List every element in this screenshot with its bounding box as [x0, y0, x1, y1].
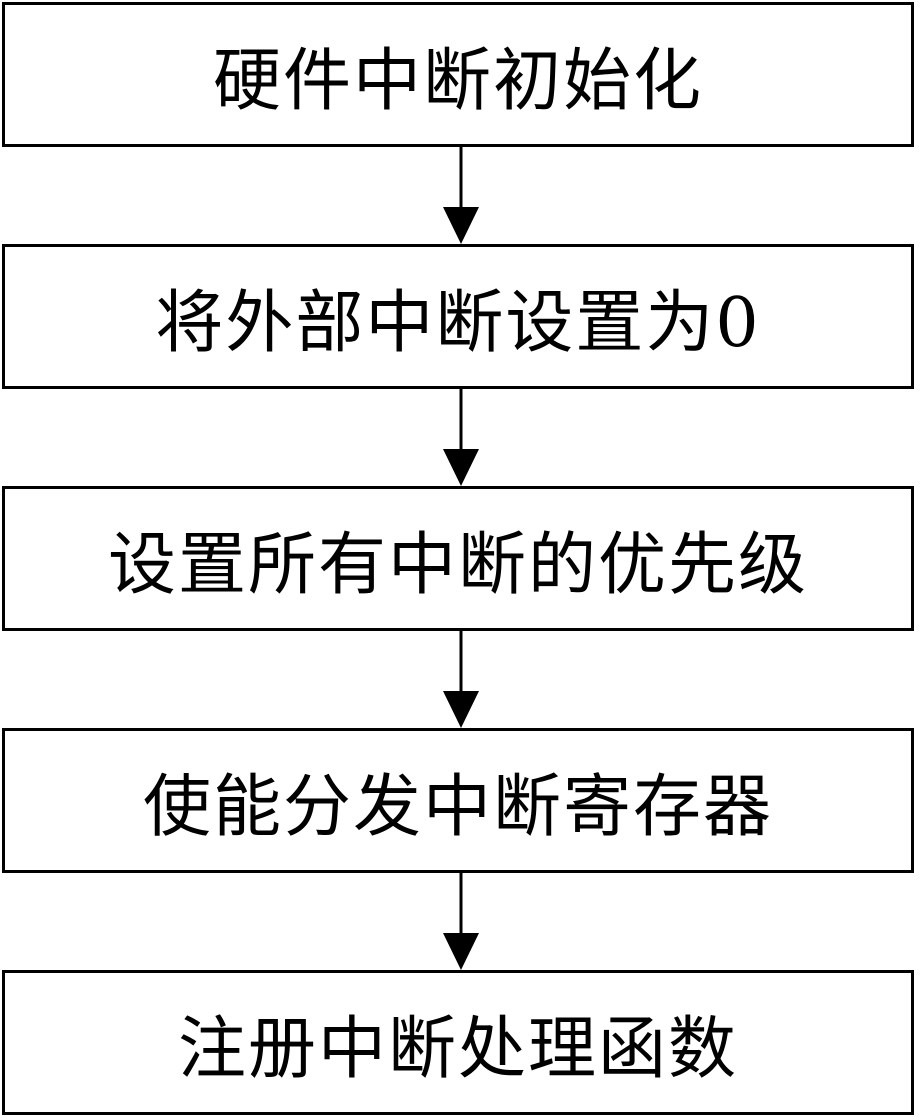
step-label: 注册中断处理函数 — [177, 1010, 738, 1089]
flowchart-step-enable-distributor: 使能分发中断寄存器 — [2, 728, 914, 873]
step-label: 硬件中断初始化 — [212, 42, 703, 121]
flowchart-step-external-interrupt-zero: 将外部中断设置为0 — [2, 244, 914, 389]
step-label: 使能分发中断寄存器 — [142, 768, 773, 847]
flow-arrow-down — [443, 389, 479, 486]
flowchart-step-register-handler: 注册中断处理函数 — [2, 970, 914, 1115]
flow-arrow-down — [443, 873, 479, 970]
flow-arrow-down — [443, 631, 479, 728]
step-label: 设置所有中断的优先级 — [107, 526, 808, 605]
flow-arrow-down — [443, 147, 479, 244]
step-label: 将外部中断设置为0 — [155, 284, 761, 363]
flowchart-step-set-priorities: 设置所有中断的优先级 — [2, 486, 914, 631]
flowchart-step-hardware-interrupt-init: 硬件中断初始化 — [2, 2, 914, 147]
